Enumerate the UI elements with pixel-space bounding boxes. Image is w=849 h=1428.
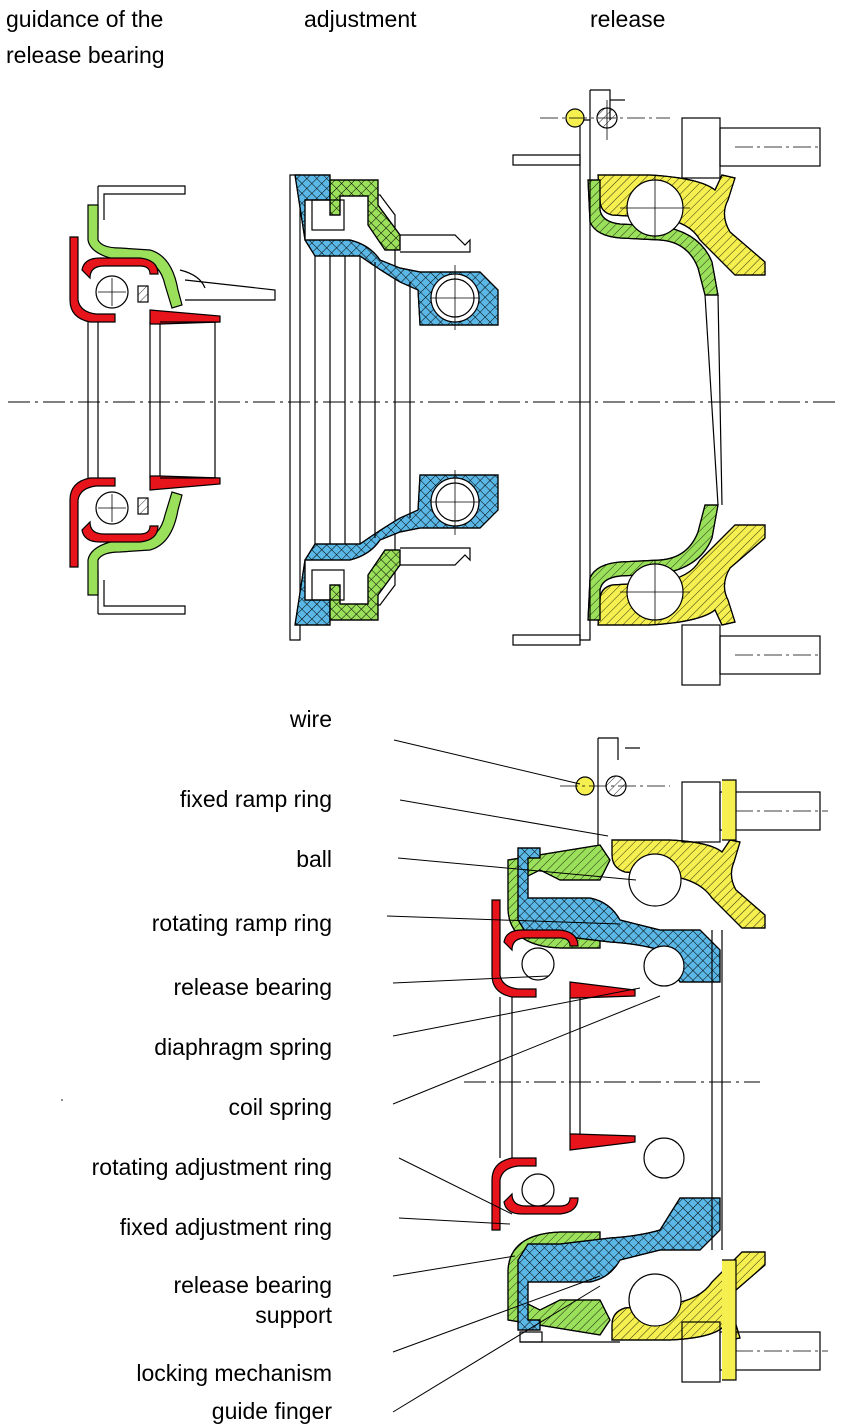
header-guidance-line2: release bearing [6, 42, 165, 68]
callout-rotating-ramp-ring: rotating ramp ring [151, 910, 332, 936]
callout-diaphragm-spring: diaphragm spring [154, 1034, 332, 1060]
callout-release-bearing-support-1: release bearing [173, 1272, 332, 1298]
callout-rotating-adjustment-ring: rotating adjustment ring [91, 1154, 332, 1180]
assembly-drawing [491, 737, 828, 1383]
callout-locking-mechanism: locking mechanism [136, 1360, 332, 1386]
panel-release [512, 89, 821, 686]
callout-fixed-adjustment-ring: fixed adjustment ring [119, 1214, 332, 1240]
callout-release-bearing: release bearing [173, 974, 332, 1000]
callout-guide-finger: guide finger [211, 1398, 332, 1424]
header-release: release [590, 6, 666, 32]
callout-release-bearing-support-2: support [255, 1302, 332, 1328]
callout-fixed-ramp-ring: fixed ramp ring [179, 786, 332, 812]
callout-coil-spring: coil spring [228, 1094, 332, 1120]
header-guidance-line1: guidance of the [6, 6, 164, 32]
callout-wire: wire [289, 706, 332, 732]
header-adjustment: adjustment [304, 6, 417, 32]
panel-guidance [69, 185, 276, 615]
stray-dot [61, 1099, 63, 1101]
panel-adjustment [289, 174, 499, 641]
leader-lines [386, 739, 661, 1413]
callout-ball: ball [296, 846, 332, 872]
